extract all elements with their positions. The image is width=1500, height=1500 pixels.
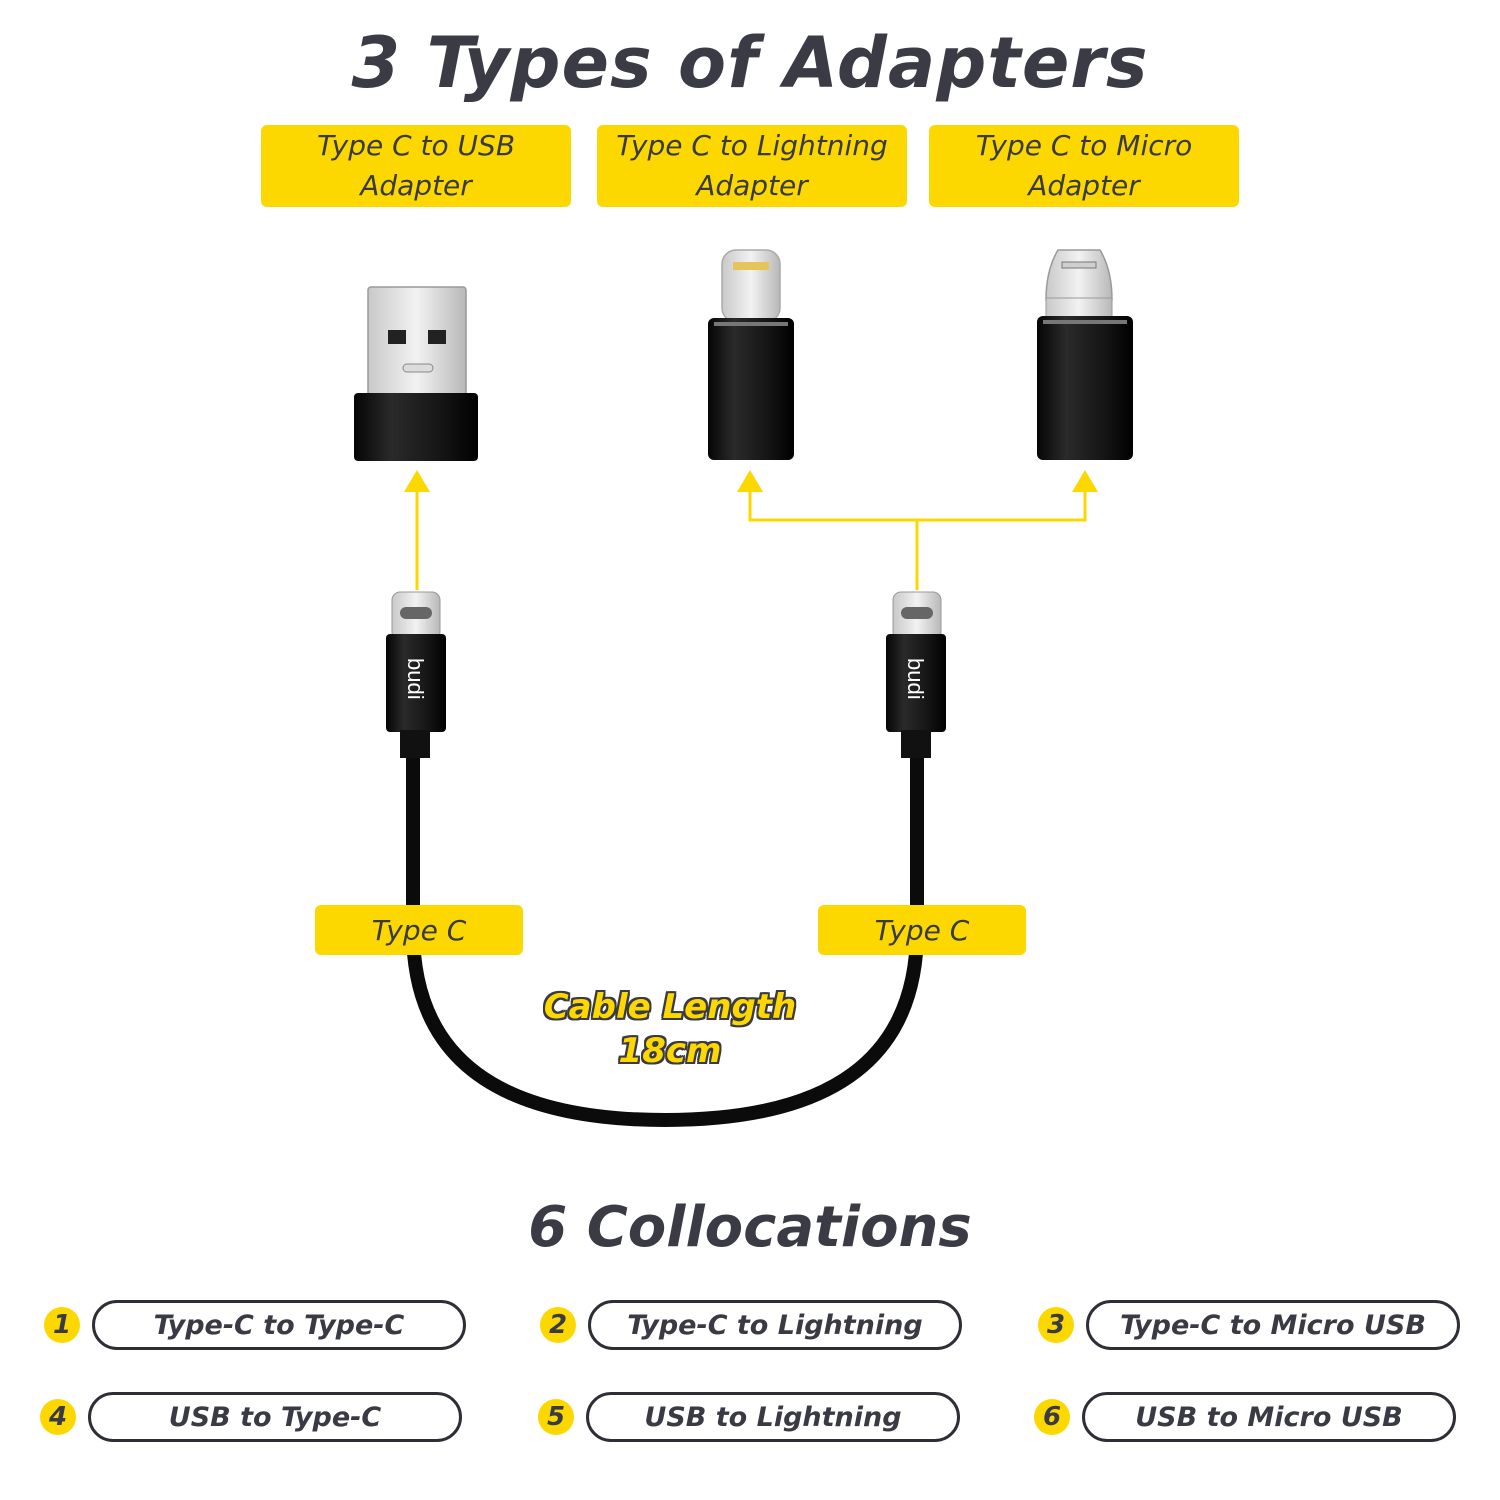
collocations-title: 6 Collocations <box>528 1195 972 1260</box>
collocation-item: 1 Type-C to Type-C <box>44 1300 466 1350</box>
cable-length-title: Cable Length <box>543 987 797 1027</box>
page-title: 3 Types of Adapters <box>351 22 1149 104</box>
collocation-number-badge: 2 <box>540 1307 576 1343</box>
adapter-label-usb-line1: Type C to USB <box>316 129 516 162</box>
brand-logo-left: budi <box>403 658 428 700</box>
adapter-label-lightning-line2: Adapter <box>696 169 808 202</box>
collocation-label: USB to Lightning <box>586 1392 960 1442</box>
collocation-label: Type-C to Micro USB <box>1086 1300 1460 1350</box>
usb-a-adapter-icon <box>354 286 478 461</box>
collocation-number-badge: 5 <box>538 1399 574 1435</box>
collocation-item: 2 Type-C to Lightning <box>540 1300 962 1350</box>
collocation-item: 3 Type-C to Micro USB <box>1038 1300 1460 1350</box>
collocation-label: Type-C to Lightning <box>588 1300 962 1350</box>
collocation-number-badge: 3 <box>1038 1307 1074 1343</box>
adapter-label-usb: Type C to USB Adapter <box>261 125 571 207</box>
cable-end-label-left: Type C <box>315 905 523 955</box>
connection-arrows <box>415 490 1087 590</box>
type-c-plug-right-icon <box>886 591 946 758</box>
adapter-label-micro: Type C to Micro Adapter <box>929 125 1239 207</box>
cable-wire <box>406 755 924 1128</box>
collocation-label: USB to Type-C <box>88 1392 462 1442</box>
adapter-label-usb-line2: Adapter <box>360 169 472 202</box>
collocation-label: Type-C to Type-C <box>92 1300 466 1350</box>
adapter-label-lightning: Type C to Lightning Adapter <box>597 125 907 207</box>
brand-logo-right: budi <box>903 658 928 700</box>
arrow-head-lightning-icon <box>737 470 763 492</box>
type-c-plug-left-icon <box>386 591 446 758</box>
cable-length-label: Cable Length 18cm <box>520 985 820 1073</box>
arrow-head-micro-icon <box>1072 470 1098 492</box>
adapter-label-lightning-line1: Type C to Lightning <box>616 129 888 162</box>
collocation-label: USB to Micro USB <box>1082 1392 1456 1442</box>
collocation-number-badge: 4 <box>40 1399 76 1435</box>
collocation-item: 5 USB to Lightning <box>538 1392 960 1442</box>
cable-end-label-right: Type C <box>818 905 1026 955</box>
arrow-head-usb-icon <box>404 470 430 492</box>
adapter-label-micro-line1: Type C to Micro <box>975 129 1193 162</box>
cable-length-value: 18cm <box>618 1031 722 1071</box>
lightning-adapter-icon <box>708 249 794 460</box>
collocation-item: 6 USB to Micro USB <box>1034 1392 1458 1442</box>
collocation-number-badge: 1 <box>44 1307 80 1343</box>
collocation-item: 4 USB to Type-C <box>40 1392 462 1442</box>
micro-usb-adapter-icon <box>1037 249 1133 460</box>
collocation-number-badge: 6 <box>1034 1399 1070 1435</box>
adapter-label-micro-line2: Adapter <box>1028 169 1140 202</box>
